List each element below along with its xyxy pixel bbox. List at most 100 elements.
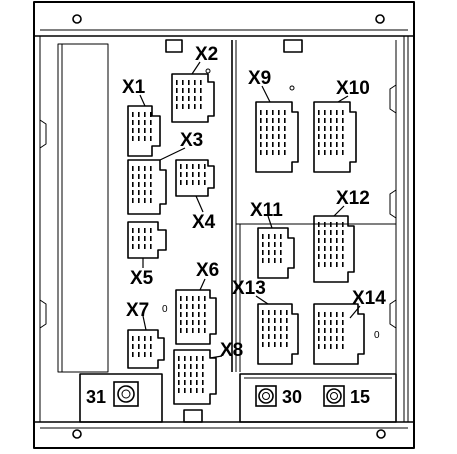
pin-slot-x3 (138, 166, 140, 171)
pin-slot-x6 (198, 328, 200, 333)
pin-slot-x13 (262, 334, 264, 339)
pin-slot-x8 (184, 356, 186, 361)
pin-slot-x12 (318, 246, 320, 251)
pin-slot-x13 (286, 342, 288, 347)
pin-slot-x8 (190, 372, 192, 377)
pin-slot-x5 (144, 236, 146, 241)
pin-slot-x1 (138, 128, 140, 133)
pin-slot-x3 (144, 198, 146, 203)
pin-slot-x8 (184, 388, 186, 393)
pin-slot-x2 (194, 80, 196, 85)
pin-slot-x6 (180, 296, 182, 301)
leader-x9 (261, 85, 271, 103)
pin-slot-x2 (176, 88, 178, 93)
pin-slot-x5 (132, 244, 134, 249)
pin-slot-x5 (132, 236, 134, 241)
pin-slot-x2 (194, 88, 196, 93)
pin-slot-x9 (260, 110, 262, 115)
pin-slot-x8 (190, 380, 192, 385)
pin-slot-x14 (342, 320, 344, 325)
pin-slot-x3 (132, 198, 134, 203)
pin-slot-x12 (342, 222, 344, 227)
pin-slot-x6 (192, 296, 194, 301)
pin-slot-x14 (330, 312, 332, 317)
pin-slot-x4 (186, 172, 188, 177)
pin-slot-x14 (342, 336, 344, 341)
pin-slot-x3 (132, 182, 134, 187)
marker-dot-x9 (289, 85, 295, 91)
pin-slot-x10 (342, 126, 344, 131)
screw-bottom-right (376, 429, 386, 439)
label-x4: X4 (192, 212, 216, 233)
pin-slot-x8 (190, 356, 192, 361)
pin-slot-x10 (324, 142, 326, 147)
pin-slot-x2 (200, 104, 202, 109)
pin-slot-x10 (318, 118, 320, 123)
pin-slot-x10 (324, 134, 326, 139)
pin-slot-x11 (274, 242, 276, 247)
pin-slot-x10 (336, 110, 338, 115)
pin-slot-x8 (178, 364, 180, 369)
pin-slot-x3 (132, 174, 134, 179)
label-x11: X11 (250, 200, 283, 221)
pin-slot-x14 (342, 328, 344, 333)
connector-x11-body (257, 227, 295, 279)
pin-slot-x13 (262, 342, 264, 347)
pin-slot-x11 (262, 258, 264, 263)
left-module (57, 43, 109, 373)
pin-slot-x9 (284, 126, 286, 131)
pin-slot-x6 (180, 328, 182, 333)
pin-slot-x13 (274, 318, 276, 323)
pin-slot-x8 (196, 364, 198, 369)
pin-slot-x9 (266, 142, 268, 147)
leader-x2 (191, 61, 201, 75)
pin-slot-x6 (204, 320, 206, 325)
pin-slot-x14 (336, 320, 338, 325)
pin-slot-x12 (342, 262, 344, 267)
pin-slot-x13 (268, 342, 270, 347)
pin-slot-x2 (188, 88, 190, 93)
connector-x6-body (175, 289, 217, 345)
leader-x7 (142, 315, 147, 331)
pin-slot-x10 (318, 142, 320, 147)
pin-slot-x10 (324, 126, 326, 131)
pin-slot-x3 (150, 198, 152, 203)
pin-slot-x1 (150, 120, 152, 125)
pin-slot-x9 (278, 134, 280, 139)
pin-slot-x9 (284, 110, 286, 115)
pin-slot-x11 (280, 250, 282, 255)
pin-slot-x14 (330, 336, 332, 341)
pin-slot-x13 (286, 326, 288, 331)
pin-slot-x9 (278, 110, 280, 115)
leader-x6 (199, 278, 206, 291)
pin-slot-x6 (204, 296, 206, 301)
pin-slot-x12 (318, 254, 320, 259)
pin-slot-x8 (190, 364, 192, 369)
pin-slot-x12 (336, 230, 338, 235)
connector-x10-body (313, 101, 357, 173)
pin-slot-x10 (318, 110, 320, 115)
pin-slot-x10 (324, 118, 326, 123)
pin-slot-x9 (272, 150, 274, 155)
pin-slot-x6 (198, 320, 200, 325)
pin-slot-x9 (284, 134, 286, 139)
pin-slot-x8 (202, 356, 204, 361)
pin-slot-x7 (138, 336, 140, 341)
pin-slot-x12 (330, 222, 332, 227)
pin-slot-x7 (150, 352, 152, 357)
pin-marks (132, 80, 344, 393)
pin-slot-x4 (180, 164, 182, 169)
label-x8: X8 (220, 340, 243, 361)
pin-slot-x12 (324, 222, 326, 227)
pin-slot-x14 (318, 336, 320, 341)
pin-slot-x8 (196, 388, 198, 393)
pin-slot-x5 (150, 244, 152, 249)
pin-slot-x9 (260, 142, 262, 147)
pin-slot-x1 (132, 136, 134, 141)
bottom-tab-center (183, 409, 203, 423)
pin-slot-x7 (138, 352, 140, 357)
screw-top-left (72, 14, 82, 24)
pin-slot-x3 (132, 190, 134, 195)
pin-slot-x8 (178, 388, 180, 393)
